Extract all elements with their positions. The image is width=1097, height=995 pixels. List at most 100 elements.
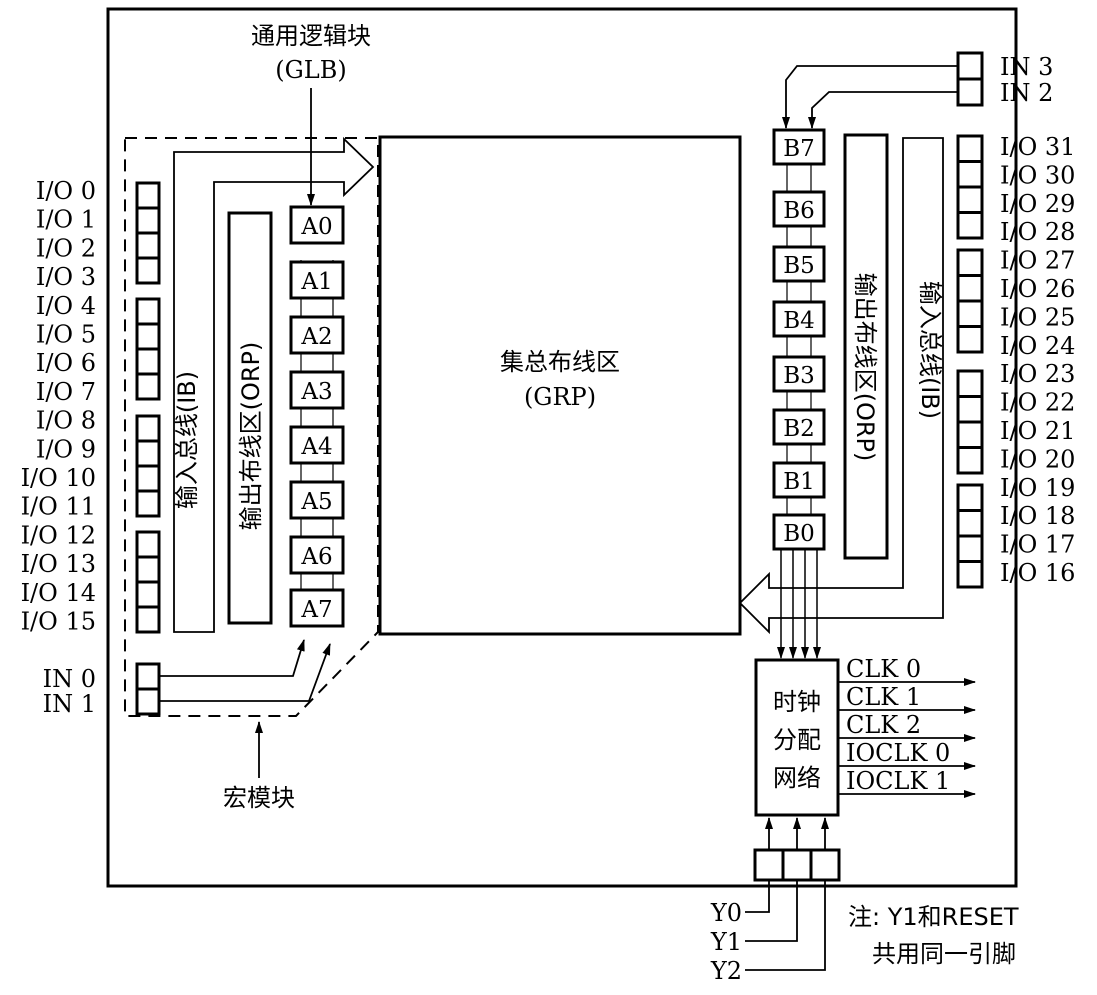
glb-block-a0 [289, 205, 345, 245]
glb-label-b1: B1 [783, 469, 815, 495]
glb-label-b5: B5 [783, 253, 815, 279]
y0-label: Y0 [710, 899, 742, 927]
left-io-cell-15 [135, 605, 161, 634]
right-io-label-3: I/O 28 [1000, 218, 1075, 246]
left-io-cell-12 [135, 530, 161, 559]
in-2-cell [956, 77, 984, 107]
glb-label-b4: B4 [783, 308, 815, 334]
left-io-label-14: I/O 14 [21, 579, 96, 607]
right-io-label-0: I/O 31 [1000, 133, 1075, 161]
glb-block-b7 [772, 128, 826, 166]
left-io-label-9: I/O 9 [36, 435, 96, 463]
clock-output-label-4: IOCLK 1 [846, 767, 950, 795]
left-io-cell-3 [135, 256, 161, 285]
right-io-label-15: I/O 16 [1000, 559, 1075, 587]
glb-label-a6: A6 [300, 544, 332, 570]
right-io-cell-6 [956, 299, 984, 328]
right-orp-label: 输出布线区(ORP) [851, 273, 879, 462]
y1-cell [781, 848, 813, 882]
right-io-cell-9 [956, 395, 984, 424]
left-input-bus-outer [173, 136, 375, 633]
glb-block-b2 [772, 408, 826, 446]
right-io-cell-14 [956, 534, 984, 563]
glb-label-b2: B2 [783, 416, 815, 442]
right-io-label-1: I/O 30 [1000, 161, 1075, 189]
glb-label-b6: B6 [783, 198, 815, 224]
y2-line [745, 880, 826, 971]
clock-line-2: 分配 [773, 726, 821, 754]
right-io-label-9: I/O 22 [1000, 389, 1075, 417]
left-io-cell-14 [135, 580, 161, 609]
right-io-cell-12 [956, 483, 984, 512]
right-io-cell-8 [956, 369, 984, 398]
right-io-cell-0 [956, 134, 984, 163]
right-input-bus-outer [738, 137, 944, 635]
right-io-label-6: I/O 25 [1000, 303, 1075, 331]
right-io-label-10: I/O 21 [1000, 417, 1075, 445]
right-io-cell-15 [956, 560, 984, 589]
right-io-cell-2 [956, 185, 984, 214]
glb-abbr: (GLB) [275, 56, 346, 84]
glb-label-a4: A4 [300, 434, 332, 460]
grp-block [378, 135, 742, 636]
right-io-cell-11 [956, 446, 984, 475]
right-io-labels: I/O 31I/O 30I/O 29I/O 28I/O 27I/O 26I/O … [1000, 133, 1075, 587]
glb-block-a2 [289, 315, 345, 355]
in-2-to-b7-line [808, 91, 958, 129]
in-0-label: IN 0 [43, 665, 96, 693]
right-io-label-12: I/O 19 [1000, 474, 1075, 502]
right-io-cells [956, 134, 984, 589]
glb-label-a7: A7 [300, 597, 332, 623]
y0-line [745, 880, 770, 913]
glb-block-a6 [289, 535, 345, 575]
glb-label-b3: B3 [783, 363, 815, 389]
clock-output-label-2: CLK 2 [846, 711, 921, 739]
left-io-cell-13 [135, 555, 161, 584]
glb-block-b5 [772, 245, 826, 283]
right-io-cell-4 [956, 248, 984, 277]
left-io-label-12: I/O 12 [21, 521, 96, 549]
left-orp-block [227, 211, 273, 625]
left-io-label-4: I/O 4 [36, 292, 96, 320]
glb-block-a7 [289, 588, 345, 628]
glb-label-b7: B7 [783, 136, 815, 162]
left-io-cell-8 [135, 414, 161, 443]
left-io-label-6: I/O 6 [36, 349, 96, 377]
grp-abbr: (GRP) [524, 383, 596, 411]
left-io-label-5: I/O 5 [36, 321, 96, 349]
glb-label-a1: A1 [300, 269, 332, 295]
left-io-label-7: I/O 7 [36, 378, 96, 406]
right-io-label-13: I/O 18 [1000, 502, 1075, 530]
glb-block-a4 [289, 425, 345, 465]
left-orp-label: 输出布线区(ORP) [237, 342, 265, 531]
clock-output-label-1: CLK 1 [846, 683, 921, 711]
right-io-cell-5 [956, 274, 984, 303]
glb-block-b1 [772, 461, 826, 499]
left-io-cell-0 [135, 181, 161, 210]
note-line-1: 注: Y1和RESET [848, 903, 1019, 931]
glb-block-b3 [772, 355, 826, 393]
left-io-label-1: I/O 1 [36, 206, 96, 234]
chip-outline [106, 7, 1018, 888]
right-io-label-7: I/O 24 [1000, 332, 1075, 360]
left-io-label-10: I/O 10 [21, 464, 96, 492]
glb-block-b6 [772, 190, 826, 228]
right-io-label-5: I/O 26 [1000, 275, 1075, 303]
y0-cell [753, 848, 785, 882]
left-io-cell-10 [135, 464, 161, 493]
in-1-to-a7-line [159, 643, 331, 702]
in-1-cell [135, 687, 161, 716]
right-io-label-8: I/O 23 [1000, 360, 1075, 388]
left-io-cell-7 [135, 372, 161, 401]
left-io-label-13: I/O 13 [21, 550, 96, 578]
clock-line-3: 网络 [773, 764, 821, 792]
glb-block-b0 [772, 513, 826, 551]
glb-label-b0: B0 [783, 521, 815, 547]
clock-network-block [754, 658, 840, 817]
right-ib-label: 输入总线(IB) [916, 281, 944, 419]
right-io-label-11: I/O 20 [1000, 445, 1075, 473]
macro-module-boundary [124, 137, 379, 717]
y2-cell [809, 848, 841, 882]
